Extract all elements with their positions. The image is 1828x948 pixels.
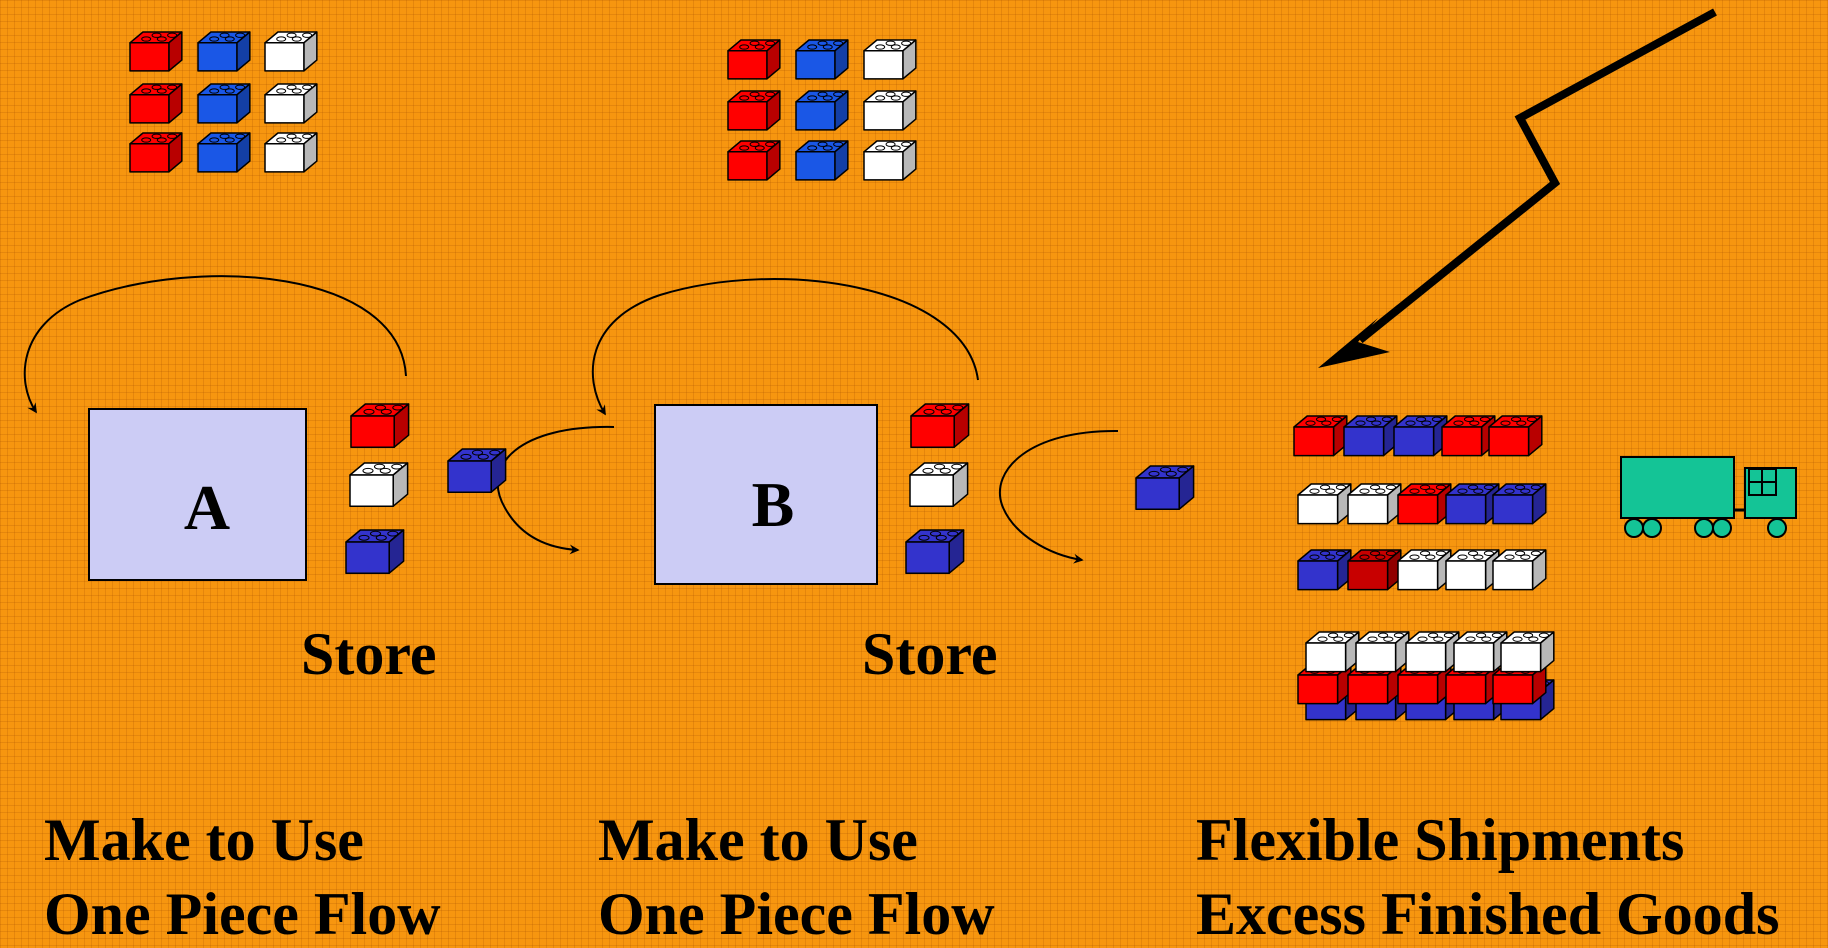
process-b-label: B xyxy=(751,469,795,540)
lego-brick-icon xyxy=(1397,483,1452,525)
caption-col3-line2: Excess Finished Goods xyxy=(1196,881,1780,947)
truck-icon xyxy=(1620,456,1797,538)
lego-brick-icon xyxy=(727,39,781,80)
lego-brick-icon xyxy=(910,403,970,448)
lego-brick-icon xyxy=(1135,465,1195,510)
lego-brick-icon xyxy=(1492,483,1547,525)
lego-brick-icon xyxy=(1405,631,1460,673)
lego-brick-icon xyxy=(1445,483,1500,525)
store-b-label: Store xyxy=(862,621,998,687)
lego-brick-icon xyxy=(1297,549,1352,591)
lego-brick-icon xyxy=(1492,549,1547,591)
lego-brick-icon xyxy=(447,448,507,493)
lego-brick-icon xyxy=(795,140,849,181)
lego-brick-icon xyxy=(1305,631,1360,673)
lego-brick-icon xyxy=(1441,415,1496,457)
lego-brick-icon xyxy=(1393,415,1448,457)
lego-brick-icon xyxy=(129,132,183,173)
zigzag-arrowhead-icon xyxy=(1318,318,1390,368)
store-a-label: Store xyxy=(301,621,437,687)
loop-arrow-a-icon xyxy=(23,275,407,414)
caption-col1-line2: One Piece Flow xyxy=(44,881,441,947)
caption-col1-line1: Make to Use xyxy=(44,807,364,873)
lego-brick-icon xyxy=(1500,631,1555,673)
lego-brick-icon xyxy=(1397,549,1452,591)
lego-brick-icon xyxy=(727,140,781,181)
lego-brick-icon xyxy=(197,83,251,124)
lego-brick-icon xyxy=(1445,549,1500,591)
lego-brick-icon xyxy=(795,90,849,131)
lego-brick-icon xyxy=(1293,415,1348,457)
lego-brick-icon xyxy=(863,90,917,131)
process-box-a xyxy=(88,408,307,581)
lego-brick-icon xyxy=(345,529,405,574)
transfer-arrow-a-b-icon xyxy=(496,425,615,555)
process-a-label: A xyxy=(183,472,231,543)
lego-brick-icon xyxy=(863,140,917,181)
lego-brick-icon xyxy=(197,31,251,72)
lego-brick-icon xyxy=(863,39,917,80)
lego-brick-icon xyxy=(1347,549,1402,591)
lego-brick-icon xyxy=(264,83,318,124)
lego-brick-icon xyxy=(905,529,965,574)
loop-arrow-b-icon xyxy=(591,278,979,416)
caption-col2-line2: One Piece Flow xyxy=(598,881,995,947)
lego-brick-icon xyxy=(1343,415,1398,457)
lego-brick-icon xyxy=(350,403,410,448)
process-box-b xyxy=(654,404,878,585)
lego-brick-icon xyxy=(1347,483,1402,525)
lego-brick-icon xyxy=(197,132,251,173)
transfer-arrow-b-out-icon xyxy=(999,429,1119,564)
lego-brick-icon xyxy=(909,462,969,507)
zigzag-arrow-icon xyxy=(1357,8,1717,344)
lego-brick-icon xyxy=(264,132,318,173)
lego-brick-icon xyxy=(1297,483,1352,525)
brick-layer xyxy=(129,31,1555,721)
lego-brick-icon xyxy=(349,462,409,507)
caption-col3-line1: Flexible Shipments xyxy=(1196,807,1685,873)
lego-brick-icon xyxy=(129,83,183,124)
lego-brick-icon xyxy=(264,31,318,72)
lego-brick-icon xyxy=(129,31,183,72)
lego-brick-icon xyxy=(1488,415,1543,457)
lego-brick-icon xyxy=(727,90,781,131)
lego-brick-icon xyxy=(795,39,849,80)
lego-brick-icon xyxy=(1355,631,1410,673)
caption-col2-line1: Make to Use xyxy=(598,807,918,873)
lego-brick-icon xyxy=(1453,631,1508,673)
